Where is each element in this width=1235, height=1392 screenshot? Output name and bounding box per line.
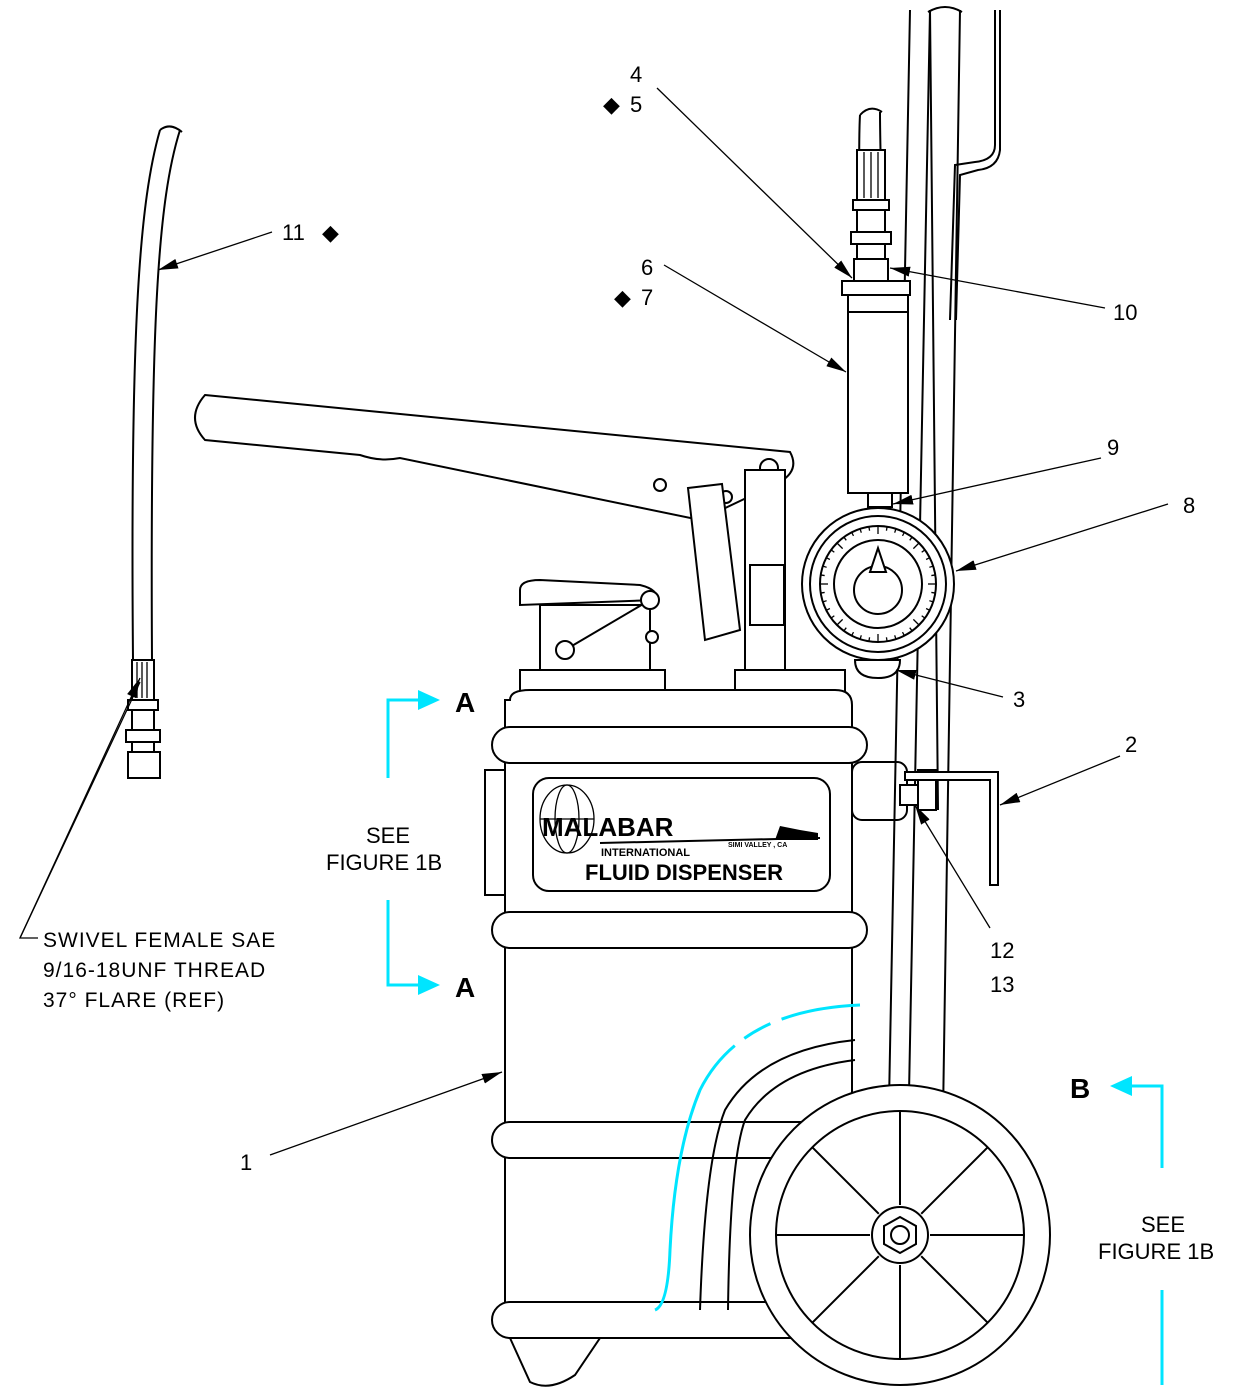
section-b: B — [1070, 1073, 1090, 1104]
callout-7: 7 — [641, 285, 653, 310]
wheel-spokes — [776, 1111, 1024, 1359]
gauge-tick — [843, 627, 847, 632]
gauge-tick — [851, 532, 855, 537]
bracket — [899, 771, 999, 886]
wheel-spoke — [920, 1255, 989, 1324]
meter-gauge — [801, 507, 955, 680]
gauge-tick — [929, 565, 934, 568]
callout-3: 3 — [1013, 687, 1025, 712]
gauge-tick — [836, 542, 844, 550]
callout-4: 4 — [630, 62, 642, 87]
gauge-tick — [912, 542, 920, 550]
section-a-bottom: A — [455, 972, 475, 1003]
gauge-tick — [868, 637, 871, 642]
filter-column — [841, 107, 911, 508]
swivel-note-line2: 9/16-18UNF THREAD — [43, 959, 266, 982]
gauge-tick — [909, 536, 913, 541]
callout-8: 8 — [1183, 493, 1195, 518]
pump-handle — [194, 393, 795, 671]
gauge-tick — [859, 528, 862, 533]
gauge-tick — [894, 528, 897, 533]
callout-11: 11 — [282, 220, 305, 245]
gauge-tick — [894, 635, 897, 640]
section-lines — [386, 690, 1164, 1385]
see-figure-left-1: SEE — [366, 823, 410, 848]
gauge-tick — [826, 607, 831, 611]
gauge-tick — [826, 557, 831, 561]
gauge-tick — [909, 627, 913, 632]
gauge-tick — [836, 618, 844, 626]
callout-12: 12 — [990, 938, 1014, 963]
diamond-symbol: ◆ — [603, 92, 620, 117]
gauge-tick — [929, 600, 934, 603]
wheel-spoke — [811, 1146, 880, 1215]
gauge-tick — [921, 549, 926, 553]
gauge-tick — [885, 526, 888, 531]
gauge-tick — [822, 565, 827, 568]
gauge-ticks — [820, 526, 936, 642]
see-figure-left-2: FIGURE 1B — [326, 850, 442, 875]
diamond-symbol: ◆ — [322, 220, 339, 245]
gauge-tick — [820, 591, 825, 594]
location-text: SIMI VALLEY , CA — [728, 842, 787, 849]
diamond-symbol: ◆ — [614, 285, 631, 310]
callout-10: 10 — [1113, 300, 1137, 325]
swivel-note-line3: 37° FLARE (REF) — [43, 989, 225, 1012]
gauge-tick — [901, 532, 905, 537]
gauge-tick — [901, 631, 905, 636]
callout-6: 6 — [641, 255, 653, 280]
cart-wheel — [749, 1084, 1051, 1386]
brand-text: MALABAR — [542, 812, 674, 842]
see-figure-right-1: SEE — [1141, 1212, 1185, 1237]
see-figure-right-2: FIGURE 1B — [1098, 1239, 1214, 1264]
gauge-tick — [859, 635, 862, 640]
gauge-tick — [885, 637, 888, 642]
callout-1: 1 — [240, 1150, 252, 1175]
brand-sub-text: INTERNATIONAL — [601, 847, 690, 859]
gauge-tick — [822, 600, 827, 603]
gauge-tick — [912, 618, 920, 626]
leader-lines — [18, 87, 1169, 1156]
swivel-note-line1: SWIVEL FEMALE SAE — [43, 929, 276, 952]
section-a-top: A — [455, 687, 475, 718]
hose-assembly — [125, 125, 183, 779]
callout-2: 2 — [1125, 732, 1137, 757]
callout-13: 13 — [990, 972, 1014, 997]
gauge-tick — [851, 631, 855, 636]
gauge-tick — [830, 615, 835, 619]
gauge-tick — [830, 549, 835, 553]
product-text: FLUID DISPENSER — [585, 860, 783, 885]
gauge-tick — [931, 574, 936, 577]
gauge-tick — [820, 574, 825, 577]
wheel-spoke — [920, 1146, 989, 1215]
gauge-tick — [921, 615, 926, 619]
gauge-tick — [925, 607, 930, 611]
gauge-tick — [925, 557, 930, 561]
callout-9: 9 — [1107, 435, 1119, 460]
label-plate: MALABAR INTERNATIONAL SIMI VALLEY , CA F… — [532, 777, 831, 892]
callout-5: 5 — [630, 92, 642, 117]
pump-top — [519, 578, 846, 693]
gauge-tick — [931, 591, 936, 594]
gauge-tick — [868, 526, 871, 531]
gauge-tick — [843, 536, 847, 541]
wheel-spoke — [811, 1255, 880, 1324]
